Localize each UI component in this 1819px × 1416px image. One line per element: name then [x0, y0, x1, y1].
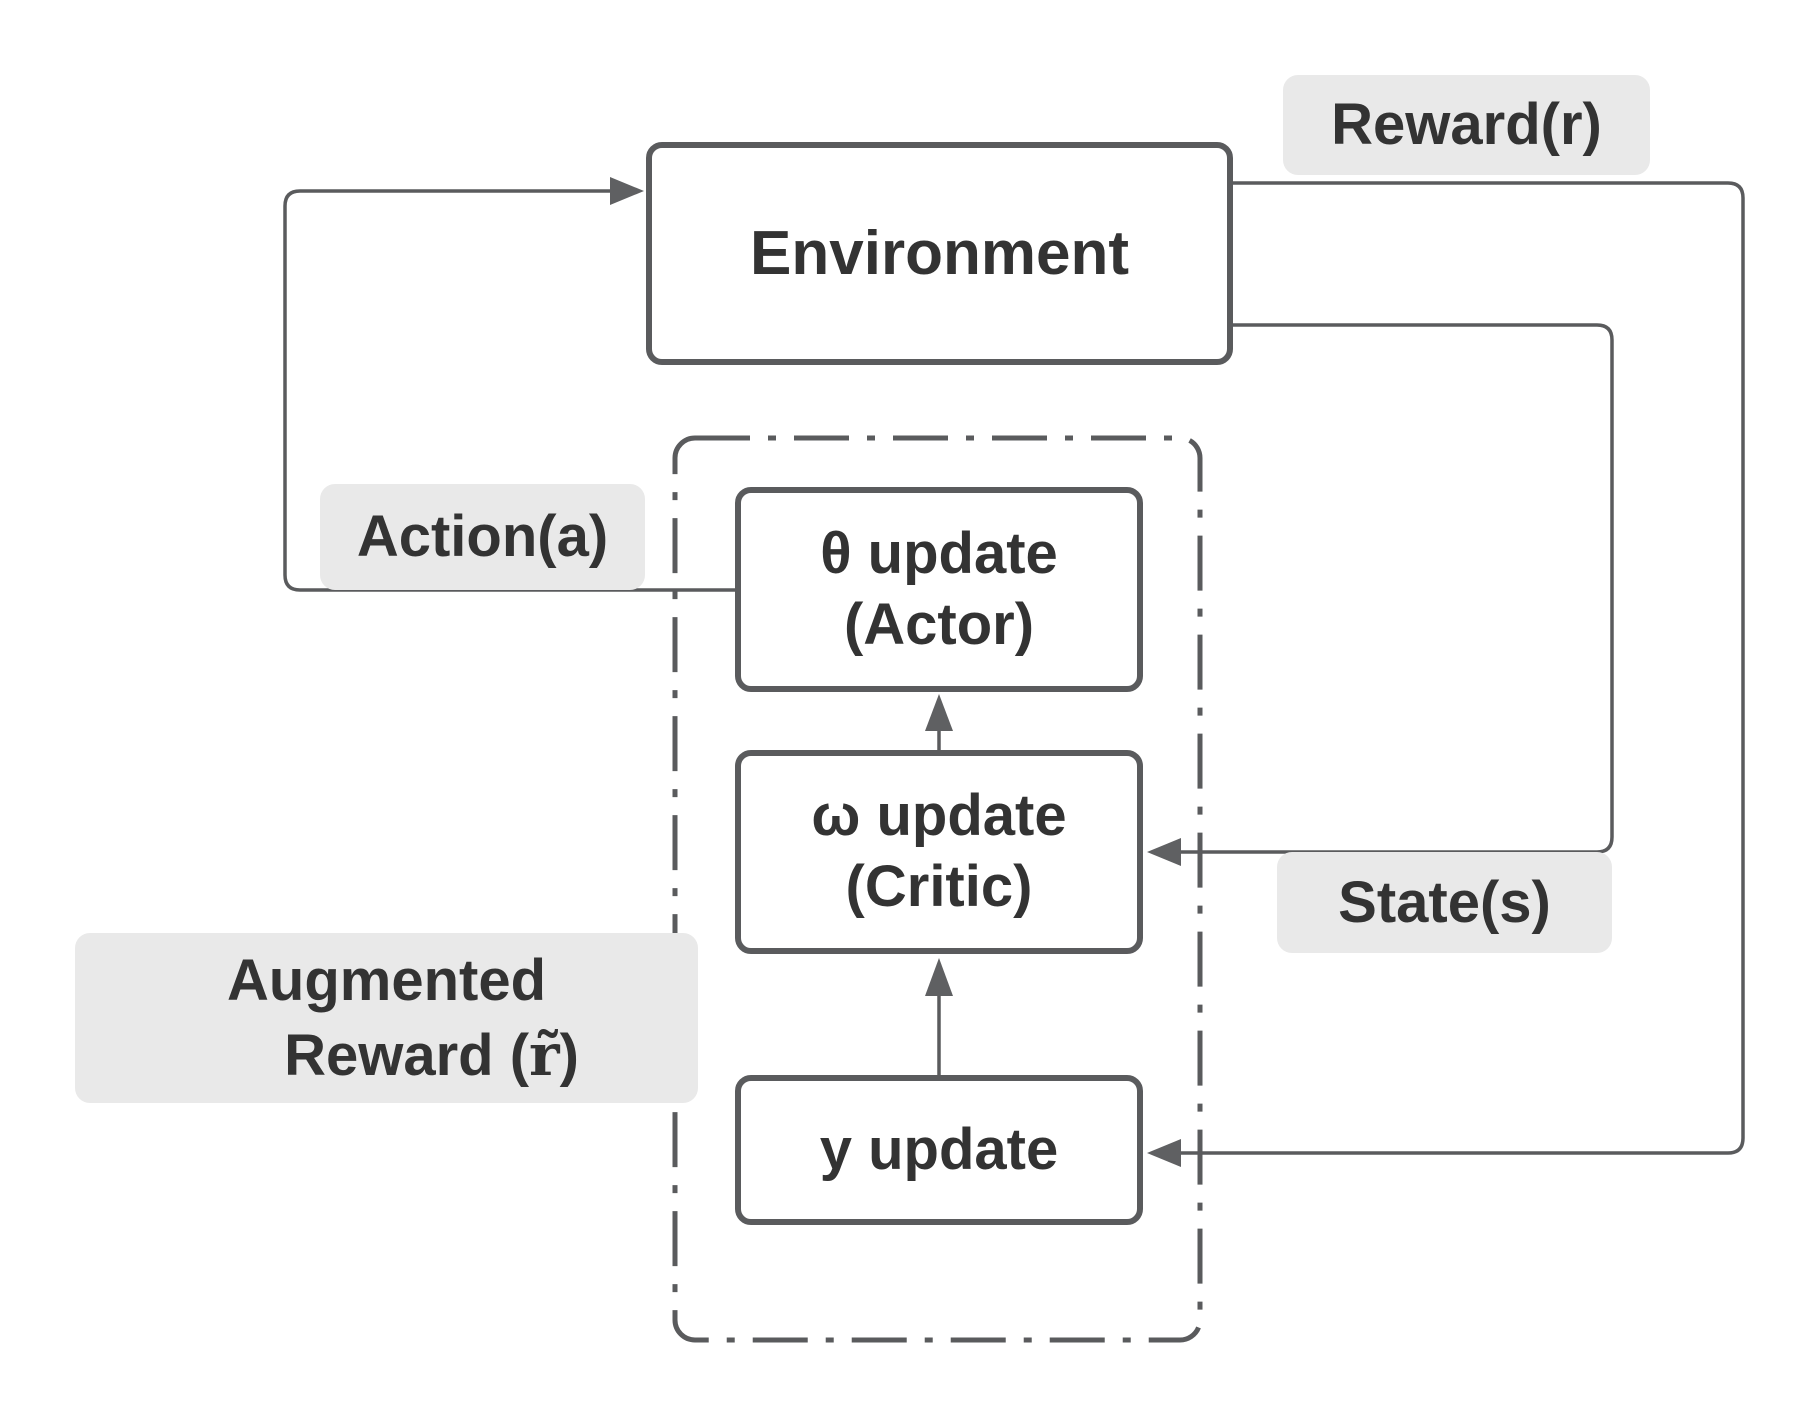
- actor-update-line1: θ update: [820, 520, 1058, 586]
- agent-dashed-container: [672, 435, 1203, 1343]
- state-edge-label: State(s): [1277, 852, 1612, 953]
- critic-to-actor-arrowhead: [925, 694, 953, 731]
- y-to-critic-arrowhead: [925, 958, 953, 996]
- action-edge-label-text: Action(a): [356, 504, 609, 570]
- augmented-reward-line2: Reward (r̃): [284, 1018, 579, 1093]
- critic-update-node: ω update (Critic): [735, 750, 1143, 954]
- augmented-reward-line1: Augmented: [227, 947, 546, 1013]
- reward-connector: [1181, 181, 1745, 1155]
- environment-node: Environment: [646, 142, 1233, 365]
- environment-node-label: Environment: [750, 218, 1129, 288]
- y-update-node-label: y update: [819, 1116, 1059, 1182]
- state-connector: [1181, 323, 1614, 854]
- critic-update-line1: ω update: [811, 783, 1067, 849]
- reward-edge-label: Reward(r): [1283, 75, 1650, 175]
- actor-update-line2: (Actor): [843, 591, 1035, 657]
- action-arrowhead: [610, 177, 644, 205]
- critic-update-line2: (Critic): [845, 854, 1033, 919]
- state-arrowhead: [1147, 838, 1181, 866]
- augmented-reward-line2-prefix: Reward (: [284, 1023, 530, 1088]
- state-edge-label-text: State(s): [1338, 869, 1551, 935]
- augmented-reward-symbol: r̃: [529, 1021, 560, 1089]
- action-connector: [283, 189, 735, 592]
- augmented-reward-edge-label: Augmented Reward (r̃): [75, 933, 698, 1103]
- actor-update-node: θ update (Actor): [735, 487, 1143, 692]
- augmented-reward-line2-suffix: ): [559, 1023, 579, 1088]
- reward-arrowhead: [1147, 1139, 1181, 1167]
- reward-edge-label-text: Reward(r): [1331, 92, 1602, 158]
- y-update-node: y update: [735, 1075, 1143, 1225]
- action-edge-label: Action(a): [320, 484, 645, 590]
